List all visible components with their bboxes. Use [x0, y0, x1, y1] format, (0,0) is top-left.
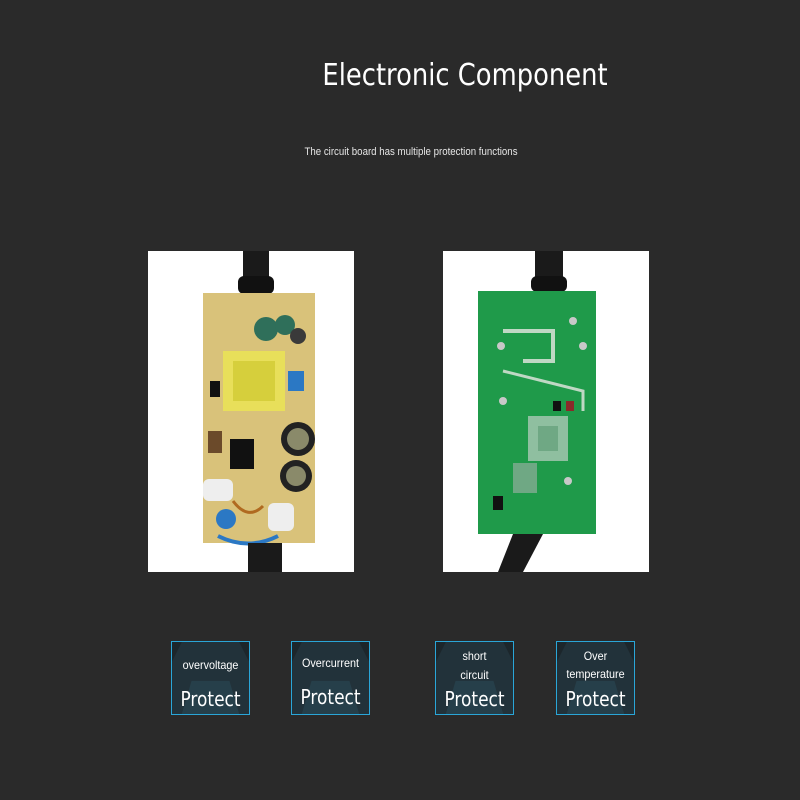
hexagon-icon [436, 642, 513, 714]
badge-protect-label: Protect [180, 687, 241, 711]
overvoltage-protect-badge: overvoltage Protect [171, 641, 250, 715]
badge-label: overvoltage [182, 658, 239, 672]
badge-label-line2: temperature [566, 667, 625, 681]
hexagon-icon [172, 642, 249, 714]
badge-label-line1: Over [583, 649, 608, 663]
page-title: Electronic Component [322, 58, 608, 93]
badge-protect-label: Protect [444, 687, 505, 711]
badge-label-line2: circuit [460, 668, 489, 682]
component-side-photo [148, 251, 354, 572]
short-circuit-protect-badge: short circuit Protect [435, 641, 514, 715]
badge-label-line1: short [462, 649, 487, 663]
over-temperature-protect-badge: Over temperature Protect [556, 641, 635, 715]
badge-protect-label: Protect [300, 685, 361, 709]
solder-side-photo [443, 251, 649, 572]
hexagon-icon [557, 642, 634, 714]
hexagon-icon [292, 642, 369, 714]
page-subtitle: The circuit board has multiple protectio… [304, 146, 518, 158]
solder-side-illustration [443, 251, 649, 572]
overcurrent-protect-badge: Overcurrent Protect [291, 641, 370, 715]
component-side-illustration [148, 251, 354, 572]
badge-label: Overcurrent [301, 656, 360, 670]
badge-protect-label: Protect [565, 687, 626, 711]
